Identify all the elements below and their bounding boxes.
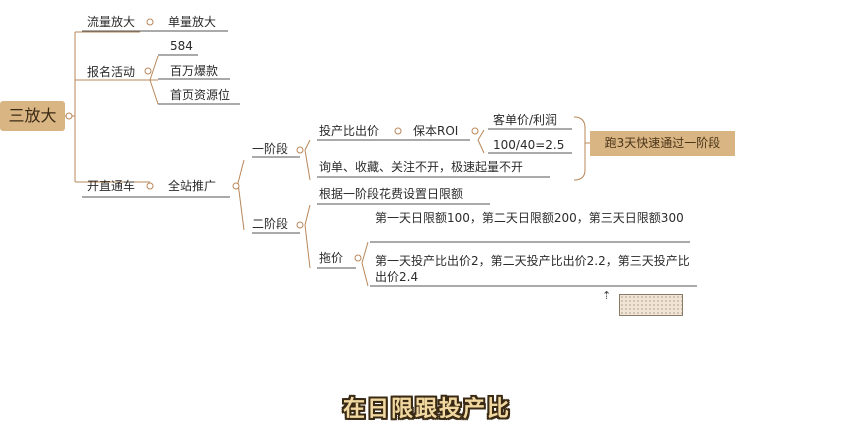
node-584[interactable]: 584 xyxy=(170,39,193,53)
root-node[interactable]: 三放大 xyxy=(0,101,65,131)
node-stage1-note[interactable]: 询单、收藏、关注不开，极速起量不开 xyxy=(319,160,524,174)
branch-traffic[interactable]: 流量放大 xyxy=(87,15,136,29)
node-stage-2[interactable]: 二阶段 xyxy=(252,217,289,231)
mouse-cursor-icon: ⇡ xyxy=(602,289,612,302)
node-roi-bid[interactable]: 投产比出价 xyxy=(319,124,380,138)
node-homepage-slot[interactable]: 首页资源位 xyxy=(170,88,231,102)
node-order-boost[interactable]: 单量放大 xyxy=(168,15,217,29)
node-full-site-promo[interactable]: 全站推广 xyxy=(168,179,217,193)
node-budget-rule[interactable]: 根据一阶段花费设置日限额 xyxy=(319,187,464,201)
branch-zhitongche[interactable]: 开直通车 xyxy=(87,179,136,193)
branch-signup[interactable]: 报名活动 xyxy=(87,65,136,79)
node-breakeven-roi[interactable]: 保本ROI xyxy=(413,124,459,138)
node-raise-detail[interactable]: 第一天投产比出价2，第二天投产比出价2.2，第三天投产比出价2.4 xyxy=(375,254,690,284)
node-formula-value[interactable]: 100/40=2.5 xyxy=(493,138,565,152)
node-stage-1[interactable]: 一阶段 xyxy=(252,142,289,156)
node-million-hit[interactable]: 百万爆款 xyxy=(170,64,219,78)
video-subtitle: 在日限跟投产比 xyxy=(342,397,511,422)
node-raise-bid[interactable]: 拖价 xyxy=(319,251,344,265)
node-formula-label[interactable]: 客单价/利润 xyxy=(493,113,558,127)
callout-stage1-goal[interactable]: 跑3天快速通过一阶段 xyxy=(590,131,735,156)
node-budget-detail[interactable]: 第一天日限额100，第二天日限额200，第三天日限额300 xyxy=(375,211,684,225)
selection-placeholder-box[interactable] xyxy=(619,294,683,316)
